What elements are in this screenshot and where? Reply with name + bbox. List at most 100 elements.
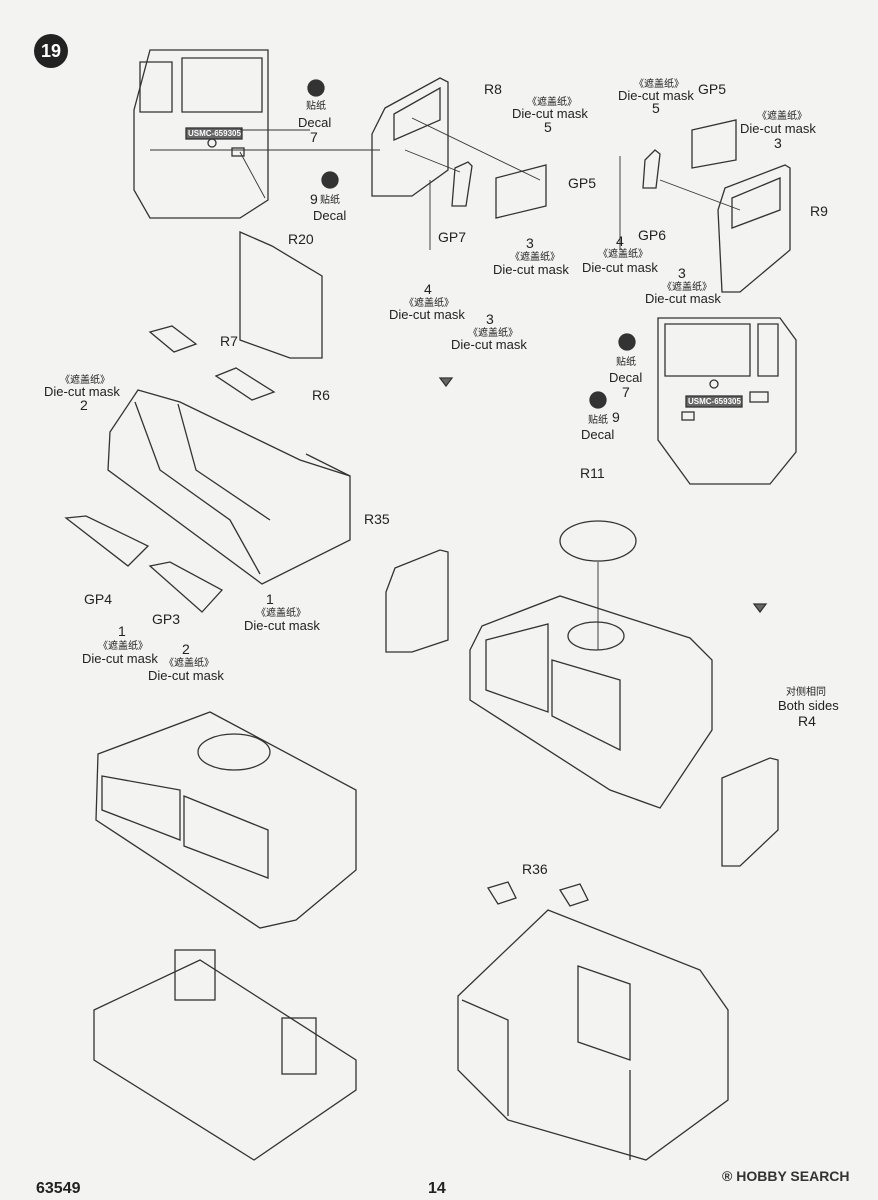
decal-cn-label-2: 贴纸 (320, 195, 340, 206)
number-5: 5 (544, 119, 552, 135)
decal-icon (307, 79, 325, 97)
mask-en-3: Die-cut mask (493, 262, 569, 277)
decal-en-label: Decal (298, 115, 332, 130)
cab-body-bottom-right (457, 909, 729, 1161)
part-r35: R35 (364, 511, 390, 527)
number-9: 9 (310, 191, 318, 207)
number-3: 3 (526, 235, 534, 251)
mask-cn-3: 《遮盖纸》 (510, 252, 560, 263)
mask-en-5r: Die-cut mask (618, 88, 694, 103)
mask-cn-2: 《遮盖纸》 (60, 375, 110, 386)
part-gp3: GP3 (152, 611, 181, 627)
mask-en-1: Die-cut mask (82, 651, 158, 666)
part-r36: R36 (522, 861, 548, 877)
both-sides-cn: 对侧相同 (786, 687, 826, 698)
mask-cn-3b: 《遮盖纸》 (468, 328, 518, 339)
mask-en-5: Die-cut mask (512, 106, 588, 121)
roof-panel-r7 (148, 325, 198, 353)
cab-assembled-bottom-left (93, 711, 357, 1161)
watermark-mark: ® (722, 1168, 733, 1184)
bracket-r36-left (486, 881, 517, 905)
number-4r: 4 (616, 233, 624, 249)
license-plate-text: USMC-659305 (188, 129, 241, 138)
hatch-r11 (559, 520, 637, 562)
door-r9 (619, 156, 791, 293)
mask-en-3b: Die-cut mask (451, 337, 527, 352)
mask-cn-3r2: 《遮盖纸》 (662, 282, 712, 293)
number-7r: 7 (622, 384, 630, 400)
part-r20: R20 (288, 231, 314, 247)
door-mid-left (385, 549, 449, 653)
cab-assembled-mid (469, 595, 713, 809)
door-left-decal (133, 49, 380, 219)
page-number: 14 (428, 1180, 446, 1197)
number-9r: 9 (612, 409, 620, 425)
part-r9: R9 (810, 203, 828, 219)
glass-gp6 (642, 149, 661, 189)
mask-en-3r2: Die-cut mask (645, 291, 721, 306)
part-gp7: GP7 (438, 229, 467, 245)
arrow-down-icon (438, 377, 454, 388)
part-r7: R7 (220, 333, 238, 349)
mask-cn-4r: 《遮盖纸》 (598, 249, 648, 260)
mask-en-2: Die-cut mask (44, 384, 120, 399)
decal-icon-3 (618, 333, 636, 351)
mask-cn-2b: 《遮盖纸》 (164, 658, 214, 669)
decal-cn-label: 贴纸 (306, 101, 326, 112)
number-2: 2 (80, 397, 88, 413)
kit-number: 63549 (36, 1180, 81, 1197)
part-gp4: GP4 (84, 591, 113, 607)
part-gp5-left: GP5 (568, 175, 597, 191)
glass-gp4 (64, 515, 150, 567)
part-gp5-right: GP5 (698, 81, 727, 97)
decal-icon-2 (321, 171, 339, 189)
mask-en-4: Die-cut mask (389, 307, 465, 322)
number-7: 7 (310, 129, 318, 145)
glass-gp3 (148, 561, 224, 613)
glass-gp7 (451, 161, 473, 207)
number-5r: 5 (652, 100, 660, 116)
number-3r: 3 (774, 135, 782, 151)
glass-gp5-right (691, 119, 737, 169)
decal-en-label-3: Decal (609, 370, 643, 385)
step-number: 19 (34, 34, 68, 68)
mask-cn-1: 《遮盖纸》 (98, 641, 148, 652)
decal-cn-label-3: 贴纸 (616, 357, 636, 368)
number-2b: 2 (182, 641, 190, 657)
watermark: ® HOBBY SEARCH (722, 1168, 850, 1184)
number-1b: 1 (266, 591, 274, 607)
part-r6: R6 (312, 387, 330, 403)
mask-en-4r: Die-cut mask (582, 260, 658, 275)
bracket-r36-right (558, 883, 589, 907)
door-r4 (721, 757, 779, 867)
roof-panel-r6 (214, 367, 276, 401)
part-r11: R11 (580, 465, 605, 481)
part-r8: R8 (484, 81, 502, 97)
part-gp6: GP6 (638, 227, 667, 243)
license-plate-text-2: USMC-659305 (688, 397, 741, 406)
mask-en-2b: Die-cut mask (148, 668, 224, 683)
door-r20 (239, 231, 323, 359)
mask-cn-5r: 《遮盖纸》 (634, 79, 684, 90)
decal-cn-label-4: 贴纸 (588, 415, 608, 426)
number-3b: 3 (486, 311, 494, 327)
mask-en-3r: Die-cut mask (740, 121, 816, 136)
mask-cn-4: 《遮盖纸》 (404, 298, 454, 309)
decal-en-label-2: Decal (313, 208, 347, 223)
door-r8 (371, 77, 541, 250)
mask-en-1b: Die-cut mask (244, 618, 320, 633)
watermark-text: HOBBY SEARCH (736, 1168, 850, 1184)
arrow-down-icon-2 (752, 603, 768, 614)
door-right-decal (657, 317, 797, 485)
part-r4: R4 (798, 713, 816, 729)
number-1: 1 (118, 623, 126, 639)
number-4: 4 (424, 281, 432, 297)
mask-cn-1b: 《遮盖纸》 (256, 608, 306, 619)
mask-cn-3r: 《遮盖纸》 (757, 111, 807, 122)
glass-gp5-left (495, 164, 547, 219)
cab-frame-r35 (107, 389, 351, 585)
both-sides-en: Both sides (778, 698, 839, 713)
mask-cn-5: 《遮盖纸》 (527, 97, 577, 108)
